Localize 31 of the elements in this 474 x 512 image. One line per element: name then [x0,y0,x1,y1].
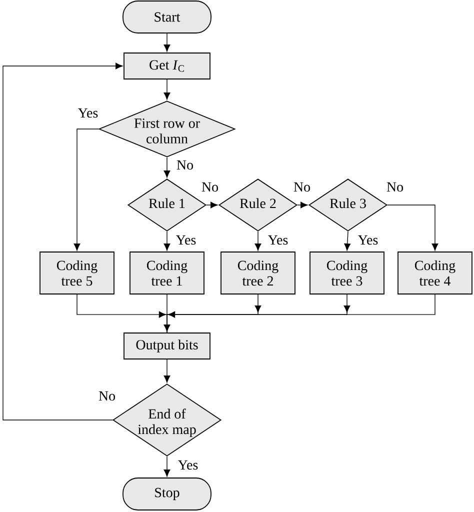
edge-label: Yes [356,234,380,246]
edge-label: Yes [76,107,100,119]
process-box: Coding tree 2 [220,252,296,294]
arrow [74,128,99,251]
edge-label: Yes [266,234,290,246]
arrow [164,294,170,332]
arrow [344,231,351,251]
arrow [164,456,170,477]
process-box: Coding tree 1 [130,252,204,294]
arrow [164,157,170,178]
arrow [164,231,170,251]
arrow [254,231,262,251]
edge-label: No [385,181,405,193]
arrow [164,359,170,383]
terminal-box: Stop [122,478,212,510]
process-box: Get I$_{C}$ [124,52,210,80]
arrow [206,202,218,208]
arrow [164,79,170,100]
arrow [387,204,438,251]
arrow [166,294,436,333]
process-box: Coding tree 4 [398,252,472,294]
process-box: Output bits [124,332,210,360]
arrow [164,33,170,52]
arrow [2,62,123,420]
terminal-box: Start [122,0,212,34]
process-box: Coding tree 3 [310,252,384,294]
edge-label: Yes [174,234,198,246]
process-box: Coding tree 5 [40,252,114,294]
arrow [297,202,308,208]
edge-label: Yes [176,459,200,471]
edge-label: No [175,159,195,171]
